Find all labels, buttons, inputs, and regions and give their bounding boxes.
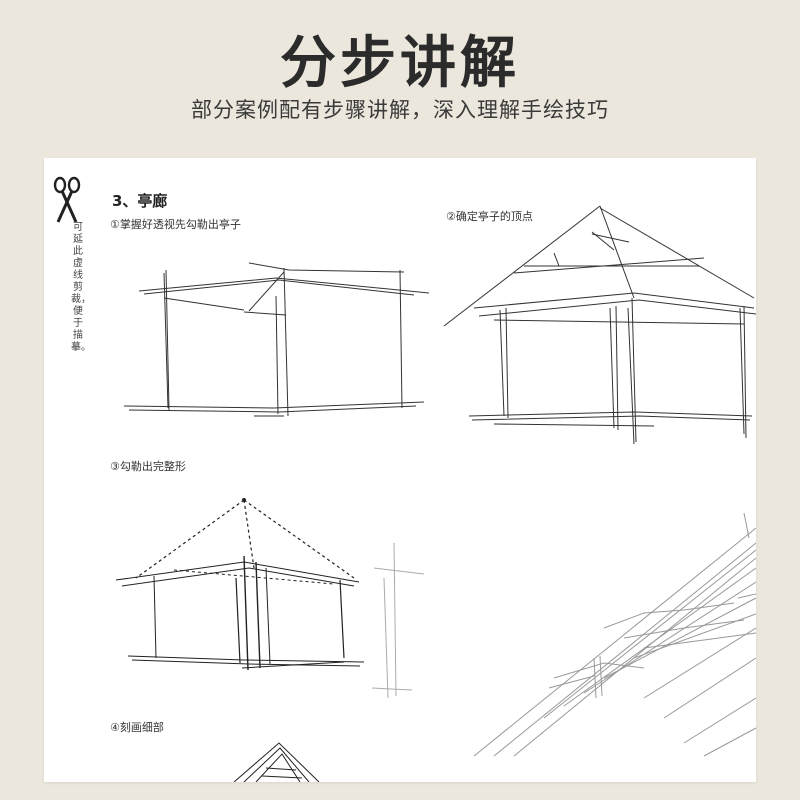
step-2-label: ②确定亭子的顶点 [446, 210, 533, 223]
step-4-label: ④刻画细部 [110, 721, 164, 734]
step-1-label: ①掌握好透视先勾勒出亭子 [110, 218, 241, 231]
sketch-3-full-form [115, 498, 425, 699]
scissors-icon [53, 176, 81, 223]
headline: 分步讲解 [280, 31, 520, 96]
sketches [115, 205, 756, 782]
sketch-1-frame [123, 262, 430, 417]
roof-detail-drawing [473, 512, 756, 757]
sketch-2-apex [443, 205, 756, 445]
step-3-label: ③勾勒出完整形 [110, 460, 186, 473]
section-title: 3、亭廊 [112, 192, 168, 210]
sketch-4-detail-start [233, 742, 320, 782]
subheadline: 部分案例配有步骤讲解，深入理解手绘技巧 [191, 98, 609, 122]
book-page: 可延此虚线剪裁，便于描摹。 3、亭廊 ①掌握好透视先勾勒出亭子 ②确定亭子的顶点… [44, 158, 756, 782]
cut-hint-text: 可延此虚线剪裁，便于描摹。 [71, 222, 91, 353]
